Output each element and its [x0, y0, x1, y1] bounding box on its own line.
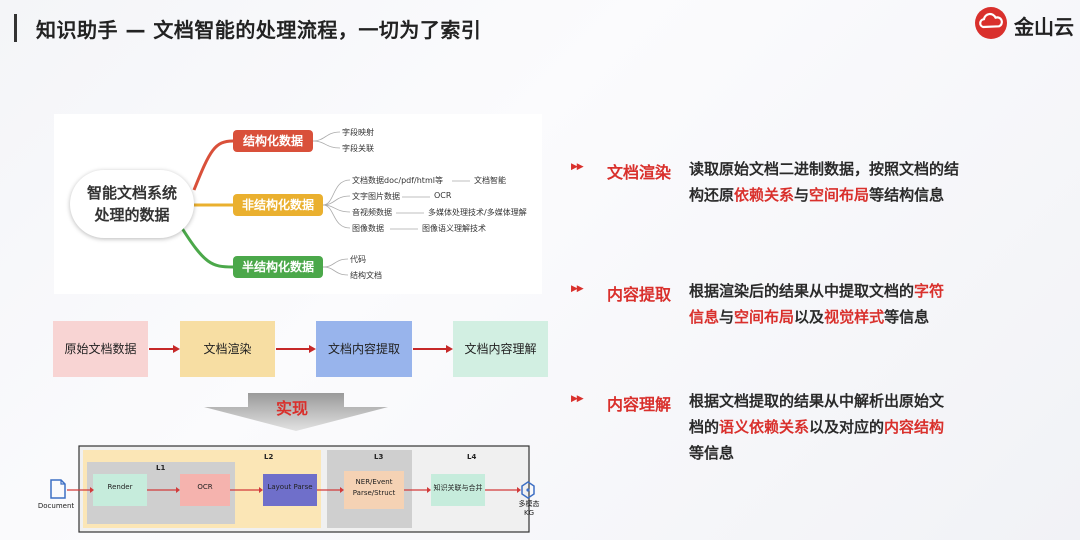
understand-text: 档的	[689, 418, 720, 436]
flow-arrows	[149, 345, 453, 353]
highlight-dependency: 依赖关系	[734, 186, 795, 204]
extract-line-2: 信息与空间布局以及视觉样式等信息	[689, 304, 944, 330]
leaf-field-association: 字段关联	[342, 144, 374, 153]
leaf-structured-doc: 结构文档	[350, 271, 382, 280]
bullet-arrows-icon: ▶ ▶	[571, 162, 584, 172]
branch-semi-structured: 半结构化数据	[233, 256, 323, 278]
understand-line-1: 根据文档提取的结果从中解析出原始文	[689, 392, 945, 410]
layer-l4-label: L4	[467, 453, 477, 461]
highlight-info: 信息	[689, 308, 720, 326]
extract-text: 等信息	[884, 308, 930, 326]
leaf-image-semantics: 图像语义理解技术	[422, 224, 486, 233]
leaf-field-mapping: 字段映射	[342, 128, 374, 137]
extract-text: 根据渲染后的结果从中提取文档的	[689, 282, 915, 300]
center-line-1: 智能文档系统	[86, 184, 177, 202]
extract-text: 以及	[794, 308, 825, 326]
extract-line-1: 根据渲染后的结果从中提取文档的字符	[689, 278, 944, 304]
leaf-text-image-data: 文字图片数据	[352, 192, 400, 201]
highlight-characters: 字符	[914, 282, 945, 300]
cloud-logo-icon	[975, 7, 1007, 39]
render-text: 与	[794, 186, 810, 204]
branch-unstructured: 非结构化数据	[233, 194, 323, 216]
down-arrow-shape	[204, 393, 388, 431]
title-accent-bar	[14, 14, 17, 42]
leaf-ocr: OCR	[434, 191, 452, 200]
highlight-content-structure: 内容结构	[884, 418, 945, 436]
pipeline-parse-box: Parse/Struct	[352, 489, 396, 497]
leaf-document-data: 文档数据doc/pdf/html等	[352, 176, 443, 185]
render-text: 等结构信息	[869, 186, 945, 204]
leaf-doc-intelligence: 文档智能	[474, 176, 506, 185]
flow-step-understand: 文档内容理解	[453, 321, 548, 377]
highlight-visual-style: 视觉样式	[824, 308, 885, 326]
leaf-image-data: 图像数据	[352, 224, 384, 233]
leaf-av-data: 音视频数据	[352, 208, 392, 217]
pipeline-ocr-box: OCR	[197, 483, 213, 491]
implementation-label: 实现	[276, 399, 309, 418]
center-line-2: 处理的数据	[94, 206, 170, 224]
page-title: 知识助手 — 文档智能的处理流程，一切为了索引	[36, 18, 482, 42]
flow-step-extract: 文档内容提取	[316, 321, 412, 377]
output-label-kg: KG	[523, 509, 534, 517]
understand-line-2: 档的语义依赖关系以及对应的内容结构	[689, 414, 944, 440]
document-icon	[50, 479, 66, 499]
bullet-arrows-icon: ▶ ▶	[571, 394, 584, 404]
layer-l2-label: L2	[264, 453, 274, 461]
bullet-arrows-icon: ▶ ▶	[571, 284, 584, 294]
document-label: Document	[37, 502, 75, 510]
leaf-code: 代码	[350, 255, 366, 264]
mindmap-center-node: 智能文档系统 处理的数据	[70, 170, 194, 238]
highlight-spatial-layout: 空间布局	[809, 186, 870, 204]
layer-l3-label: L3	[374, 453, 384, 461]
pipeline-layout-box: Layout Parse	[267, 483, 313, 491]
pipeline-render-box: Render	[107, 483, 133, 491]
flow-step-raw-data: 原始文档数据	[53, 321, 148, 377]
output-label-multimodal: 多模态	[518, 500, 540, 508]
understand-text: 以及对应的	[809, 418, 885, 436]
understand-line-3: 等信息	[689, 444, 735, 462]
pipeline-diagram	[50, 445, 535, 533]
pipeline-knowledge-box: 知识关联与合并	[433, 484, 483, 492]
mindmap-connectors	[178, 131, 470, 276]
section-desc-extract: 根据渲染后的结果从中提取文档的字符 信息与空间布局以及视觉样式等信息	[689, 278, 944, 330]
render-text: 构还原	[689, 186, 735, 204]
section-title-understand: 内容理解	[607, 395, 672, 414]
flow-step-render: 文档渲染	[180, 321, 275, 377]
section-desc-understand: 根据文档提取的结果从中解析出原始文 档的语义依赖关系以及对应的内容结构 等信息	[689, 388, 944, 466]
render-line-2: 构还原依赖关系与空间布局等结构信息	[689, 182, 959, 208]
extract-text: 与	[719, 308, 735, 326]
brand-name: 金山云	[1014, 15, 1074, 39]
highlight-spatial-layout: 空间布局	[734, 308, 795, 326]
section-desc-render: 读取原始文档二进制数据，按照文档的结 构还原依赖关系与空间布局等结构信息	[689, 156, 959, 208]
branch-structured: 结构化数据	[233, 130, 313, 152]
pipeline-ner-box: NER/Event	[355, 478, 393, 486]
leaf-multimedia: 多媒体处理技术/多媒体理解	[428, 208, 527, 217]
knowledge-graph-icon	[521, 481, 535, 499]
highlight-semantic-dependency: 语义依赖关系	[719, 418, 810, 436]
render-line-1: 读取原始文档二进制数据，按照文档的结	[689, 160, 960, 178]
section-title-render: 文档渲染	[607, 163, 672, 182]
section-title-extract: 内容提取	[607, 285, 672, 304]
layer-l1-label: L1	[156, 464, 166, 472]
